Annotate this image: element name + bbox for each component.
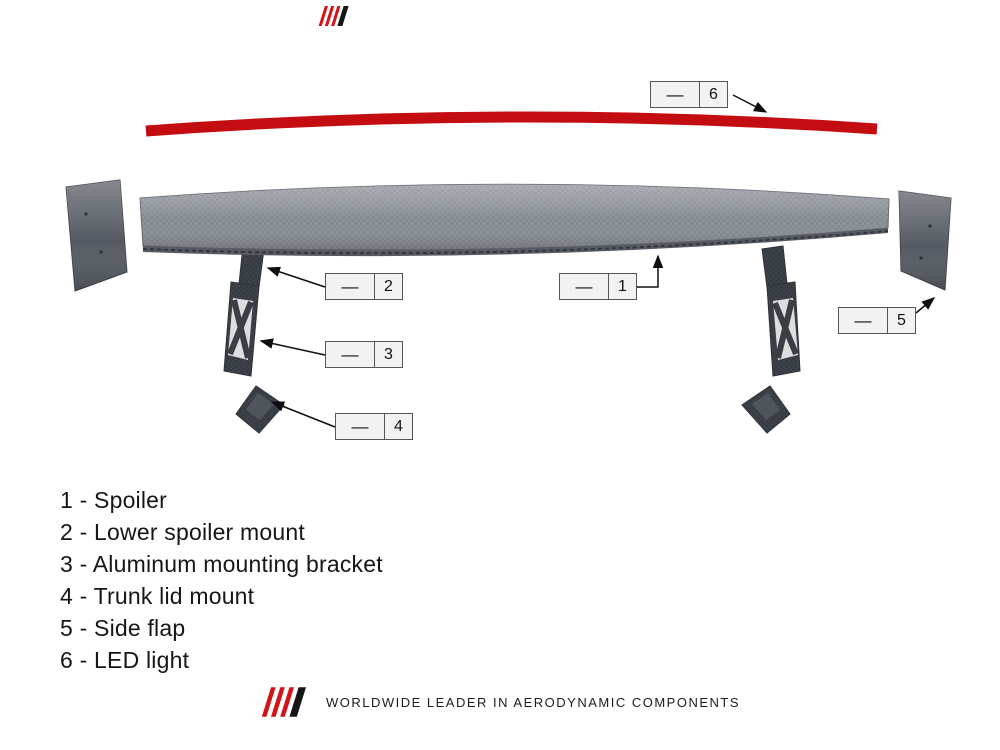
logo-stripe: [318, 6, 328, 26]
callout-trunk-mount: — 4: [335, 413, 413, 440]
legend-item-trunk-mount: 4 - Trunk lid mount: [60, 583, 255, 609]
logo-stripe: [331, 6, 341, 26]
legend-item-led-light: 6 - LED light: [60, 647, 190, 673]
logo-stripe: [324, 6, 335, 26]
callout-dash: —: [326, 274, 375, 299]
leader-spoiler: [636, 254, 664, 288]
callout-dash: —: [651, 82, 700, 107]
callout-dash: —: [839, 308, 888, 333]
leader-side-flap: [915, 297, 936, 314]
brand-logo-footer: [261, 687, 306, 717]
trunk-lid-mount-right: [741, 385, 791, 434]
logo-stripe: [271, 687, 285, 717]
callout-number: 4: [394, 417, 403, 435]
brand-logo-top: [318, 6, 349, 26]
leader-lines: [259, 94, 936, 428]
callout-number: 1: [618, 277, 627, 295]
legend-item-lower-mount: 2 - Lower spoiler mount: [60, 519, 305, 545]
mounting-bracket-right: [766, 281, 801, 377]
leader-led-light: [732, 94, 768, 113]
callout-led-light: — 6: [650, 81, 728, 108]
logo-stripe: [280, 687, 295, 717]
callout-dash: —: [560, 274, 609, 299]
callout-number: 2: [384, 277, 393, 295]
spoiler-exploded-view: [65, 94, 952, 434]
callout-number: 3: [384, 345, 393, 363]
callout-dash: —: [326, 342, 375, 367]
mounting-bracket-left: [223, 281, 260, 377]
legend-item-bracket: 3 - Aluminum mounting bracket: [60, 551, 383, 577]
footer: WORLDWIDE LEADER IN AERODYNAMIC COMPONEN…: [0, 686, 1000, 718]
side-flap-left: [65, 179, 128, 292]
side-flap-right: [898, 190, 952, 291]
footer-tagline: WORLDWIDE LEADER IN AERODYNAMIC COMPONEN…: [325, 694, 741, 710]
leader-lower-mount: [266, 266, 326, 288]
legend-item-spoiler: 1 - Spoiler: [60, 487, 168, 513]
callout-number: 6: [709, 85, 718, 103]
logo-stripe: [337, 6, 349, 26]
parts-legend: 1 - Spoiler 2 - Lower spoiler mount 3 - …: [60, 484, 383, 676]
leader-trunk-mount: [270, 401, 336, 428]
lower-spoiler-mount-right: [761, 245, 788, 288]
leader-bracket: [259, 338, 326, 356]
callout-number: 5: [897, 311, 906, 329]
logo-stripe: [261, 687, 276, 717]
callout-side-flap: — 5: [838, 307, 916, 334]
callout-bracket: — 3: [325, 341, 403, 368]
legend-item-side-flap: 5 - Side flap: [60, 615, 186, 641]
callout-spoiler: — 1: [559, 273, 637, 300]
logo-stripe: [289, 687, 306, 717]
callout-dash: —: [336, 414, 385, 439]
trunk-lid-mount-left: [235, 385, 285, 434]
callout-lower-mount: — 2: [325, 273, 403, 300]
spoiler-wing: [139, 183, 890, 257]
led-light-strip: [145, 111, 878, 137]
